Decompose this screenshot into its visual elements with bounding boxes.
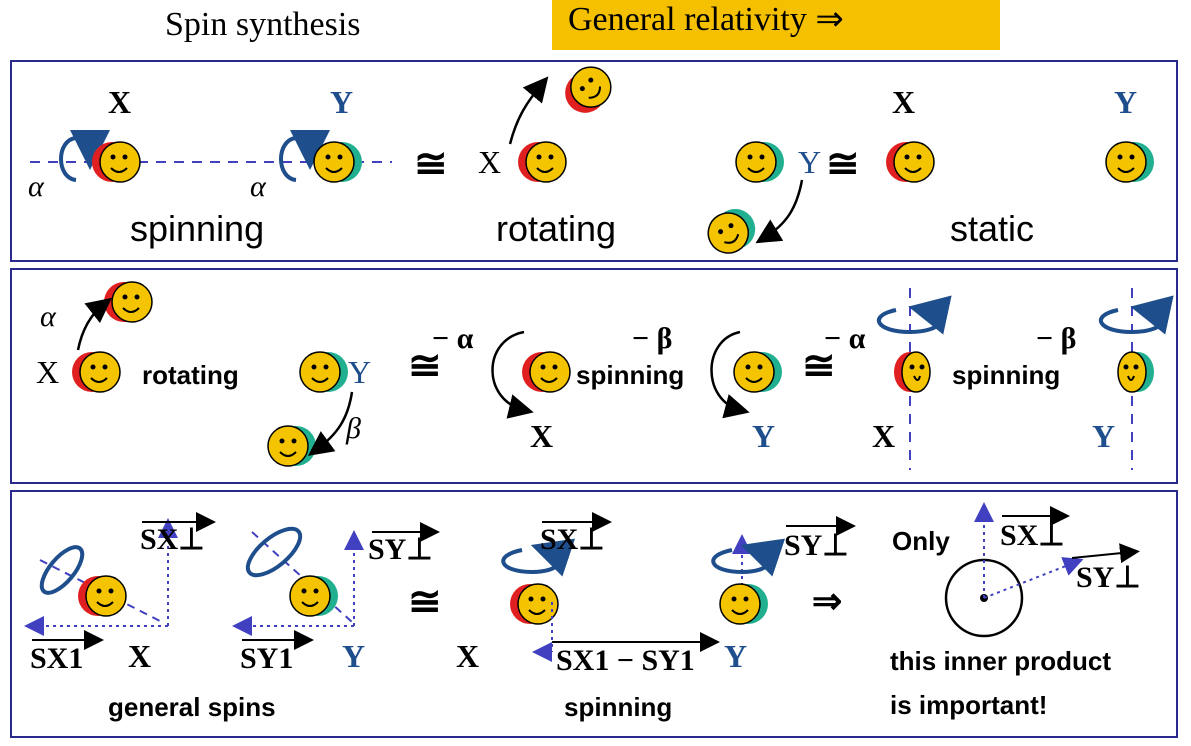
panel1-graphics bbox=[30, 66, 1154, 254]
label-spinning: spinning bbox=[564, 692, 673, 722]
label-sy1: SY1 bbox=[240, 642, 294, 675]
spin-arrow-y2-icon bbox=[711, 538, 786, 577]
label-spinning-2: spinning bbox=[952, 360, 1061, 390]
panel-spin-rotate-static: X Y α α spinning ≅ X Y rotating ≅ X Y st… bbox=[10, 60, 1178, 262]
smiley-y-static-icon bbox=[1105, 141, 1154, 183]
smiley-y-rotated-icon bbox=[267, 425, 316, 467]
smiley-x-rotated-icon bbox=[104, 281, 153, 323]
page-title: Spin synthesis bbox=[165, 6, 361, 43]
label-x-rotating: X bbox=[478, 144, 502, 180]
label-sy-perp: SY⊥ bbox=[368, 533, 433, 566]
spin-axis-y-line bbox=[251, 531, 353, 623]
label-spinning: spinning bbox=[130, 208, 265, 249]
label-minus-alpha: − α bbox=[432, 322, 474, 355]
general-relativity-button[interactable]: General relativity ⇒ bbox=[552, 0, 1000, 50]
label-y-static: Y bbox=[1114, 84, 1138, 120]
label-rotating: rotating bbox=[496, 208, 617, 249]
label-general-spins: general spins bbox=[108, 692, 276, 722]
label-inner-product-2: is important! bbox=[890, 690, 1048, 720]
label-x: X bbox=[128, 638, 152, 674]
label-x: X bbox=[108, 84, 132, 120]
axis-spin-x-icon bbox=[876, 295, 952, 335]
rotate-arrow-y-icon bbox=[307, 391, 354, 456]
panel-rotate-spin-equivalence: α X rotating Y β ≅ − α spinning − β X Y … bbox=[10, 268, 1178, 484]
smiley-x-spinning-icon bbox=[510, 583, 559, 625]
smiley-y-icon bbox=[299, 351, 348, 393]
smiley-y-spinning-icon bbox=[313, 141, 362, 183]
label-sdiff: SX1 − SY1 bbox=[556, 644, 695, 677]
label-sy-perp-2: SY⊥ bbox=[784, 529, 849, 562]
label-sx-perp-3: SX⊥ bbox=[1000, 519, 1065, 552]
smiley-y-icon bbox=[289, 575, 338, 617]
smiley-y-rotated-icon bbox=[707, 209, 756, 254]
spin-arrow-x-icon bbox=[39, 545, 85, 595]
spin-arrow-x-icon bbox=[491, 330, 534, 419]
rotate-arrow-y-icon bbox=[755, 179, 804, 244]
label-x-spinning: X bbox=[530, 418, 554, 454]
axis-spin-y-icon bbox=[1098, 295, 1174, 335]
congruent-symbol-2: ≅ bbox=[802, 343, 836, 388]
label-only: Only bbox=[892, 526, 950, 556]
label-x-spinning: X bbox=[456, 638, 480, 674]
syperp3-vector-arrow bbox=[1071, 543, 1140, 564]
congruent-symbol-2: ≅ bbox=[826, 141, 860, 186]
smiley-y-spinning-icon bbox=[733, 351, 782, 393]
label-alpha: α bbox=[40, 300, 56, 333]
label-y: Y bbox=[342, 638, 366, 674]
smiley-x-static-icon bbox=[894, 351, 931, 393]
smiley-y-spinning-icon bbox=[719, 583, 768, 625]
rotate-arrow-x-icon bbox=[76, 297, 112, 351]
spin-arrow-x2-icon bbox=[501, 538, 576, 577]
rotate-arrow-x-icon bbox=[508, 76, 549, 145]
smiley-x-icon bbox=[72, 351, 121, 393]
label-sx1: SX1 bbox=[30, 642, 84, 675]
label-minus-alpha-2: − α bbox=[824, 322, 866, 355]
spin-arrow-y-icon bbox=[245, 526, 303, 578]
smiley-x-icon bbox=[78, 575, 127, 617]
inner-diag-vector bbox=[983, 557, 1084, 599]
congruent-symbol: ≅ bbox=[408, 343, 442, 388]
smiley-y-rotating-icon bbox=[735, 141, 784, 183]
spin-arrow-y-icon bbox=[279, 129, 330, 182]
panel3-graphics bbox=[24, 502, 1140, 662]
label-x-static: X bbox=[892, 84, 916, 120]
implies-symbol: ⇒ bbox=[812, 581, 843, 621]
label-rotating: rotating bbox=[142, 360, 239, 390]
label-y-spinning: Y bbox=[724, 638, 748, 674]
label-x: X bbox=[36, 354, 60, 390]
label-y-static: Y bbox=[1092, 418, 1116, 454]
spin-arrow-x-icon bbox=[59, 129, 110, 182]
smiley-x-static-icon bbox=[886, 141, 935, 183]
spin-arrow-y-icon bbox=[710, 330, 750, 419]
label-sx-perp: SX⊥ bbox=[140, 523, 205, 556]
label-minus-beta: − β bbox=[632, 322, 673, 355]
smiley-x-spinning-icon bbox=[522, 351, 571, 393]
panel-general-spins: SX⊥ SY⊥ SX1 X SY1 Y general spins ≅ SX⊥ … bbox=[10, 490, 1178, 738]
label-y-rotating: Y bbox=[798, 144, 822, 180]
label-sy-perp-3: SY⊥ bbox=[1076, 561, 1141, 594]
label-minus-beta-2: − β bbox=[1036, 322, 1077, 355]
congruent-symbol: ≅ bbox=[414, 141, 448, 186]
congruent-symbol: ≅ bbox=[408, 579, 442, 624]
smiley-y-static-icon bbox=[1117, 351, 1154, 393]
label-alpha-x: α bbox=[28, 170, 44, 203]
smiley-x-spinning-icon bbox=[92, 141, 141, 183]
label-y: Y bbox=[330, 84, 354, 120]
label-y-spinning: Y bbox=[752, 418, 776, 454]
label-spinning-1: spinning bbox=[576, 360, 685, 390]
smiley-x-rotated-icon bbox=[565, 66, 612, 113]
label-beta: β bbox=[346, 412, 361, 445]
spin-axis-x-line bbox=[39, 559, 163, 623]
label-y: Y bbox=[348, 354, 372, 390]
panel2-graphics bbox=[72, 281, 1174, 470]
label-sx-perp-2: SX⊥ bbox=[540, 523, 605, 556]
label-x-static: X bbox=[872, 418, 896, 454]
label-alpha-y: α bbox=[250, 170, 266, 203]
label-inner-product-1: this inner product bbox=[890, 646, 1111, 676]
label-static: static bbox=[950, 208, 1035, 249]
smiley-x-rotating-icon bbox=[518, 141, 567, 183]
